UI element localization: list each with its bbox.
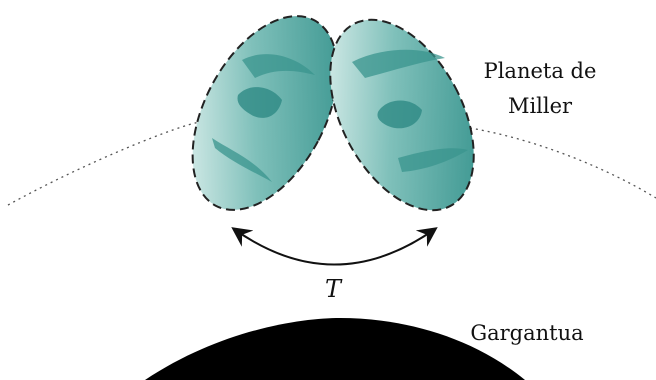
planet-left xyxy=(163,0,368,234)
orbit-path-right xyxy=(470,128,656,198)
planet-label-line1: Planeta de xyxy=(484,59,597,83)
period-label: T xyxy=(325,275,343,303)
planet-label-line2: Miller xyxy=(508,94,573,118)
gargantua-black-hole xyxy=(145,318,525,380)
black-hole-label: Gargantua xyxy=(470,321,583,345)
planet-right xyxy=(301,0,504,234)
orbit-path xyxy=(8,122,200,205)
oscillation-arrow xyxy=(234,229,435,265)
